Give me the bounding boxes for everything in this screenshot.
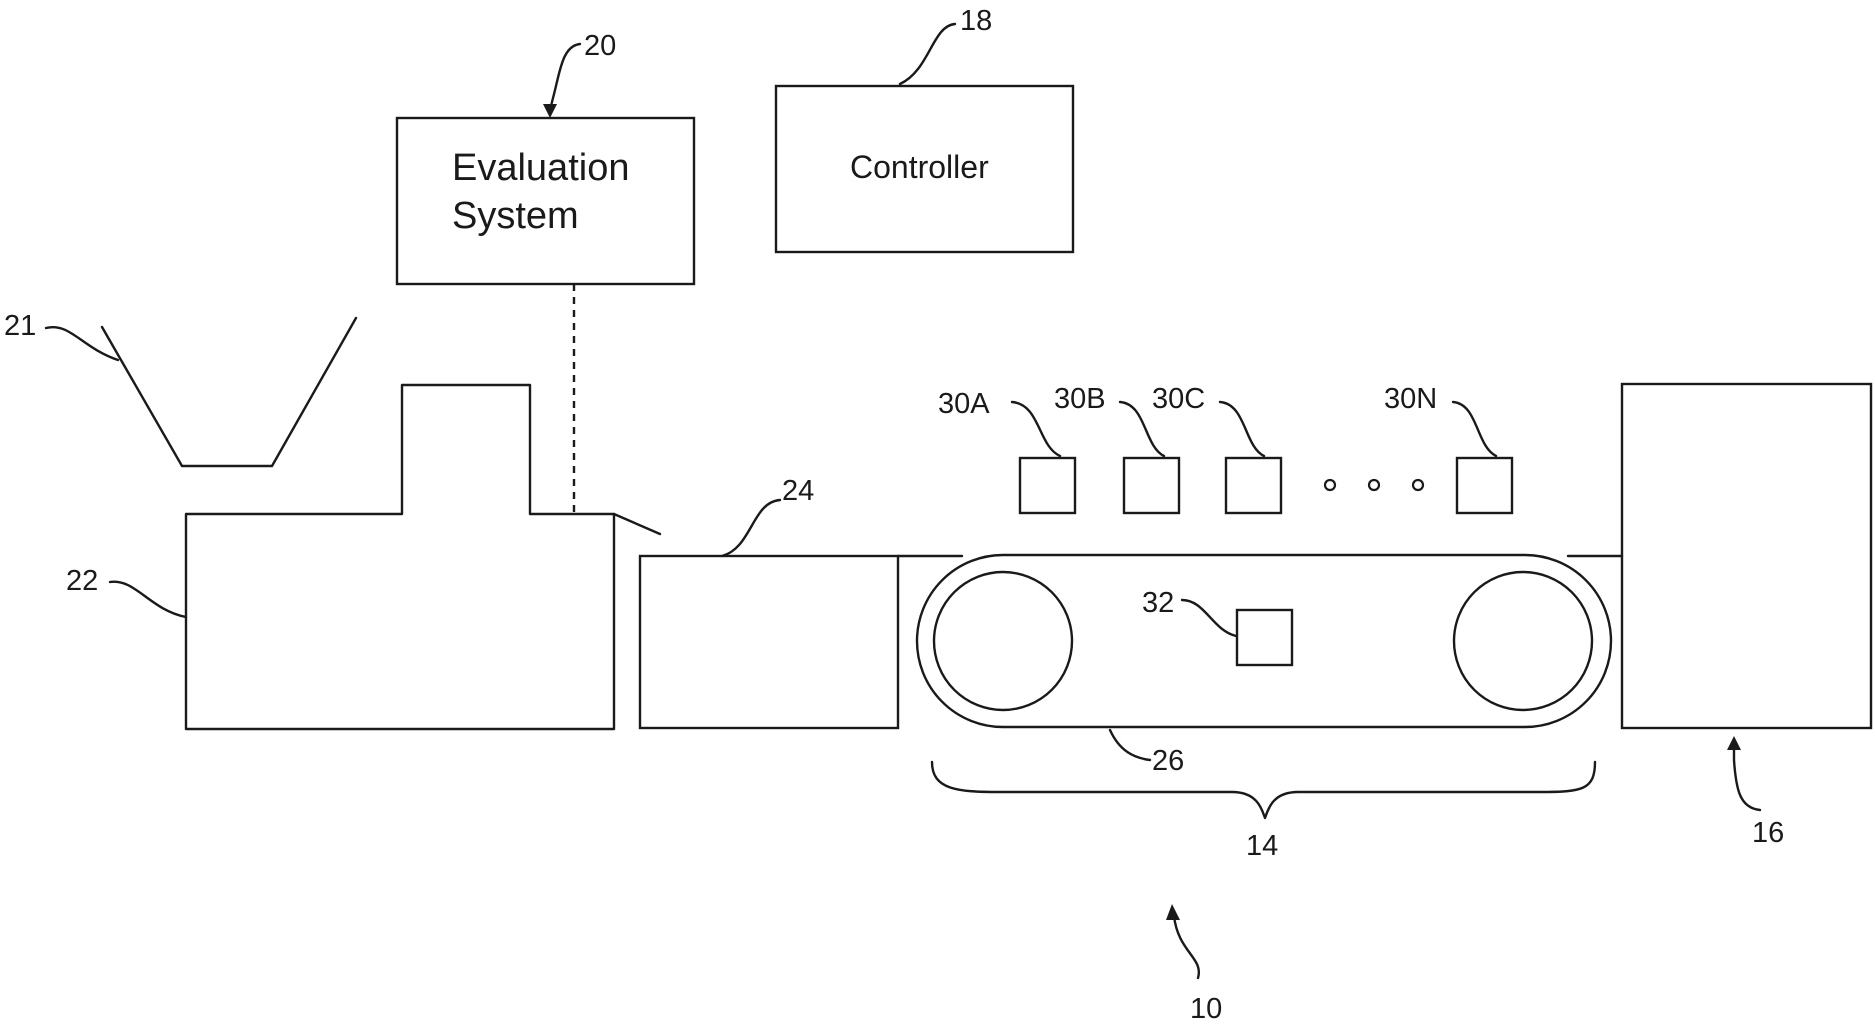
ref-26: 26 [1152,745,1184,777]
ref-10-callout: 10 [1166,904,1222,1025]
controller-label: Controller [850,149,989,185]
ref-16-callout: 16 [1727,736,1784,849]
ref-16: 16 [1752,817,1784,849]
ref-21-callout: 21 [4,310,118,360]
ref-24-callout: 24 [722,475,814,556]
ref-26-callout: 26 [1110,730,1184,777]
ref-30b: 30B [1054,383,1106,415]
ref-32: 32 [1142,587,1174,619]
ref-10: 10 [1190,993,1222,1025]
output-station [1568,384,1871,728]
ref-22: 22 [66,565,98,597]
sensor-30n: 30N [1384,383,1512,513]
sensor-32: 32 [1142,587,1292,665]
arrowhead-icon [1727,736,1741,750]
ref-30c: 30C [1152,383,1205,415]
feeder-unit [186,385,660,729]
ref-18-callout: 18 [900,5,992,84]
evaluation-system-label-line1: Evaluation [452,147,629,189]
ref-22-callout: 22 [66,565,186,617]
evaluation-system-label-line2: System [452,195,579,237]
ref-20-callout: 20 [543,30,616,118]
ref-30n: 30N [1384,383,1437,415]
ref-24: 24 [782,475,814,507]
ref-20: 20 [584,30,616,62]
transfer-unit [640,556,962,728]
ref-14: 14 [1246,830,1278,862]
ellipsis-dots [1325,480,1423,490]
ref-21: 21 [4,310,36,342]
ref-30a: 30A [938,388,990,420]
arrowhead-icon [1166,904,1180,920]
arrowhead-icon [543,104,557,118]
hopper [102,318,356,466]
left-roller [934,572,1072,710]
right-roller [1454,572,1592,710]
controller-block: Controller [776,86,1073,252]
ref-18: 18 [960,5,992,37]
conveyor-assembly-brace: 14 [932,762,1595,862]
evaluation-system-block: Evaluation System [397,118,694,284]
